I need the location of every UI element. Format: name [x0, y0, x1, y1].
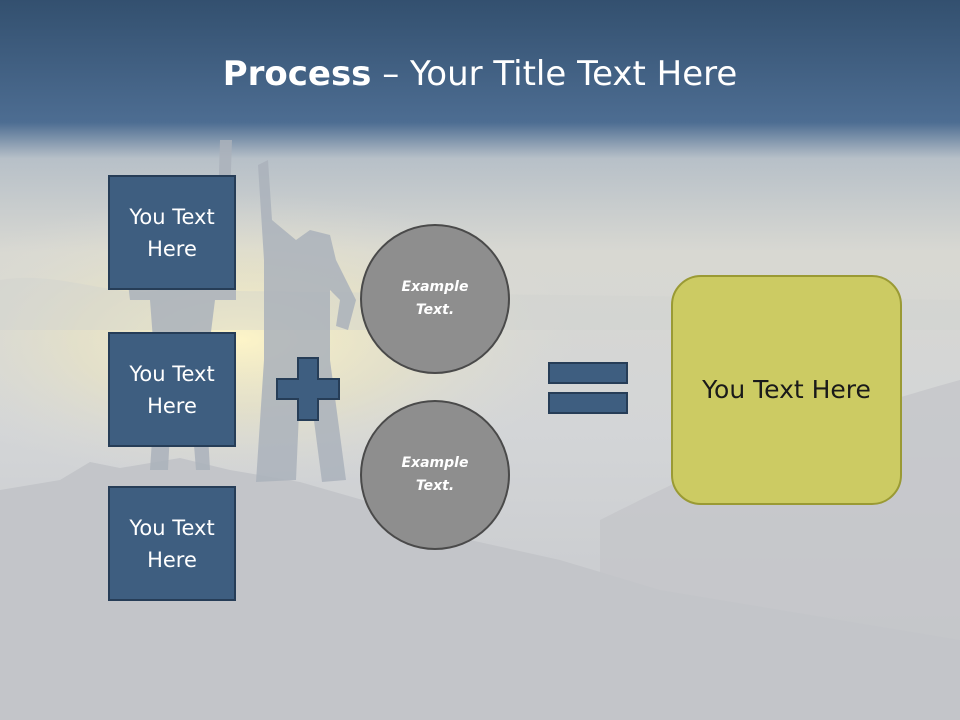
result-label: You Text Here — [702, 375, 871, 404]
circle-label: Example Text. — [401, 455, 469, 494]
text-box-label: You Text Here — [129, 515, 215, 572]
plus-icon — [276, 357, 340, 421]
title-bold: Process — [222, 54, 372, 94]
circle-label: Example Text. — [401, 279, 469, 318]
slide-title: Process – Your Title Text Here — [0, 52, 960, 96]
text-box-label: You Text Here — [129, 361, 215, 418]
title-rest: – Your Title Text Here — [371, 54, 738, 94]
text-box-3[interactable]: You Text Here — [108, 486, 236, 601]
equals-icon — [548, 362, 628, 414]
text-box-label: You Text Here — [129, 204, 215, 261]
text-box-2[interactable]: You Text Here — [108, 332, 236, 447]
example-circle-2[interactable]: Example Text. — [360, 400, 510, 550]
example-circle-1[interactable]: Example Text. — [360, 224, 510, 374]
result-box[interactable]: You Text Here — [671, 275, 902, 505]
text-box-1[interactable]: You Text Here — [108, 175, 236, 290]
